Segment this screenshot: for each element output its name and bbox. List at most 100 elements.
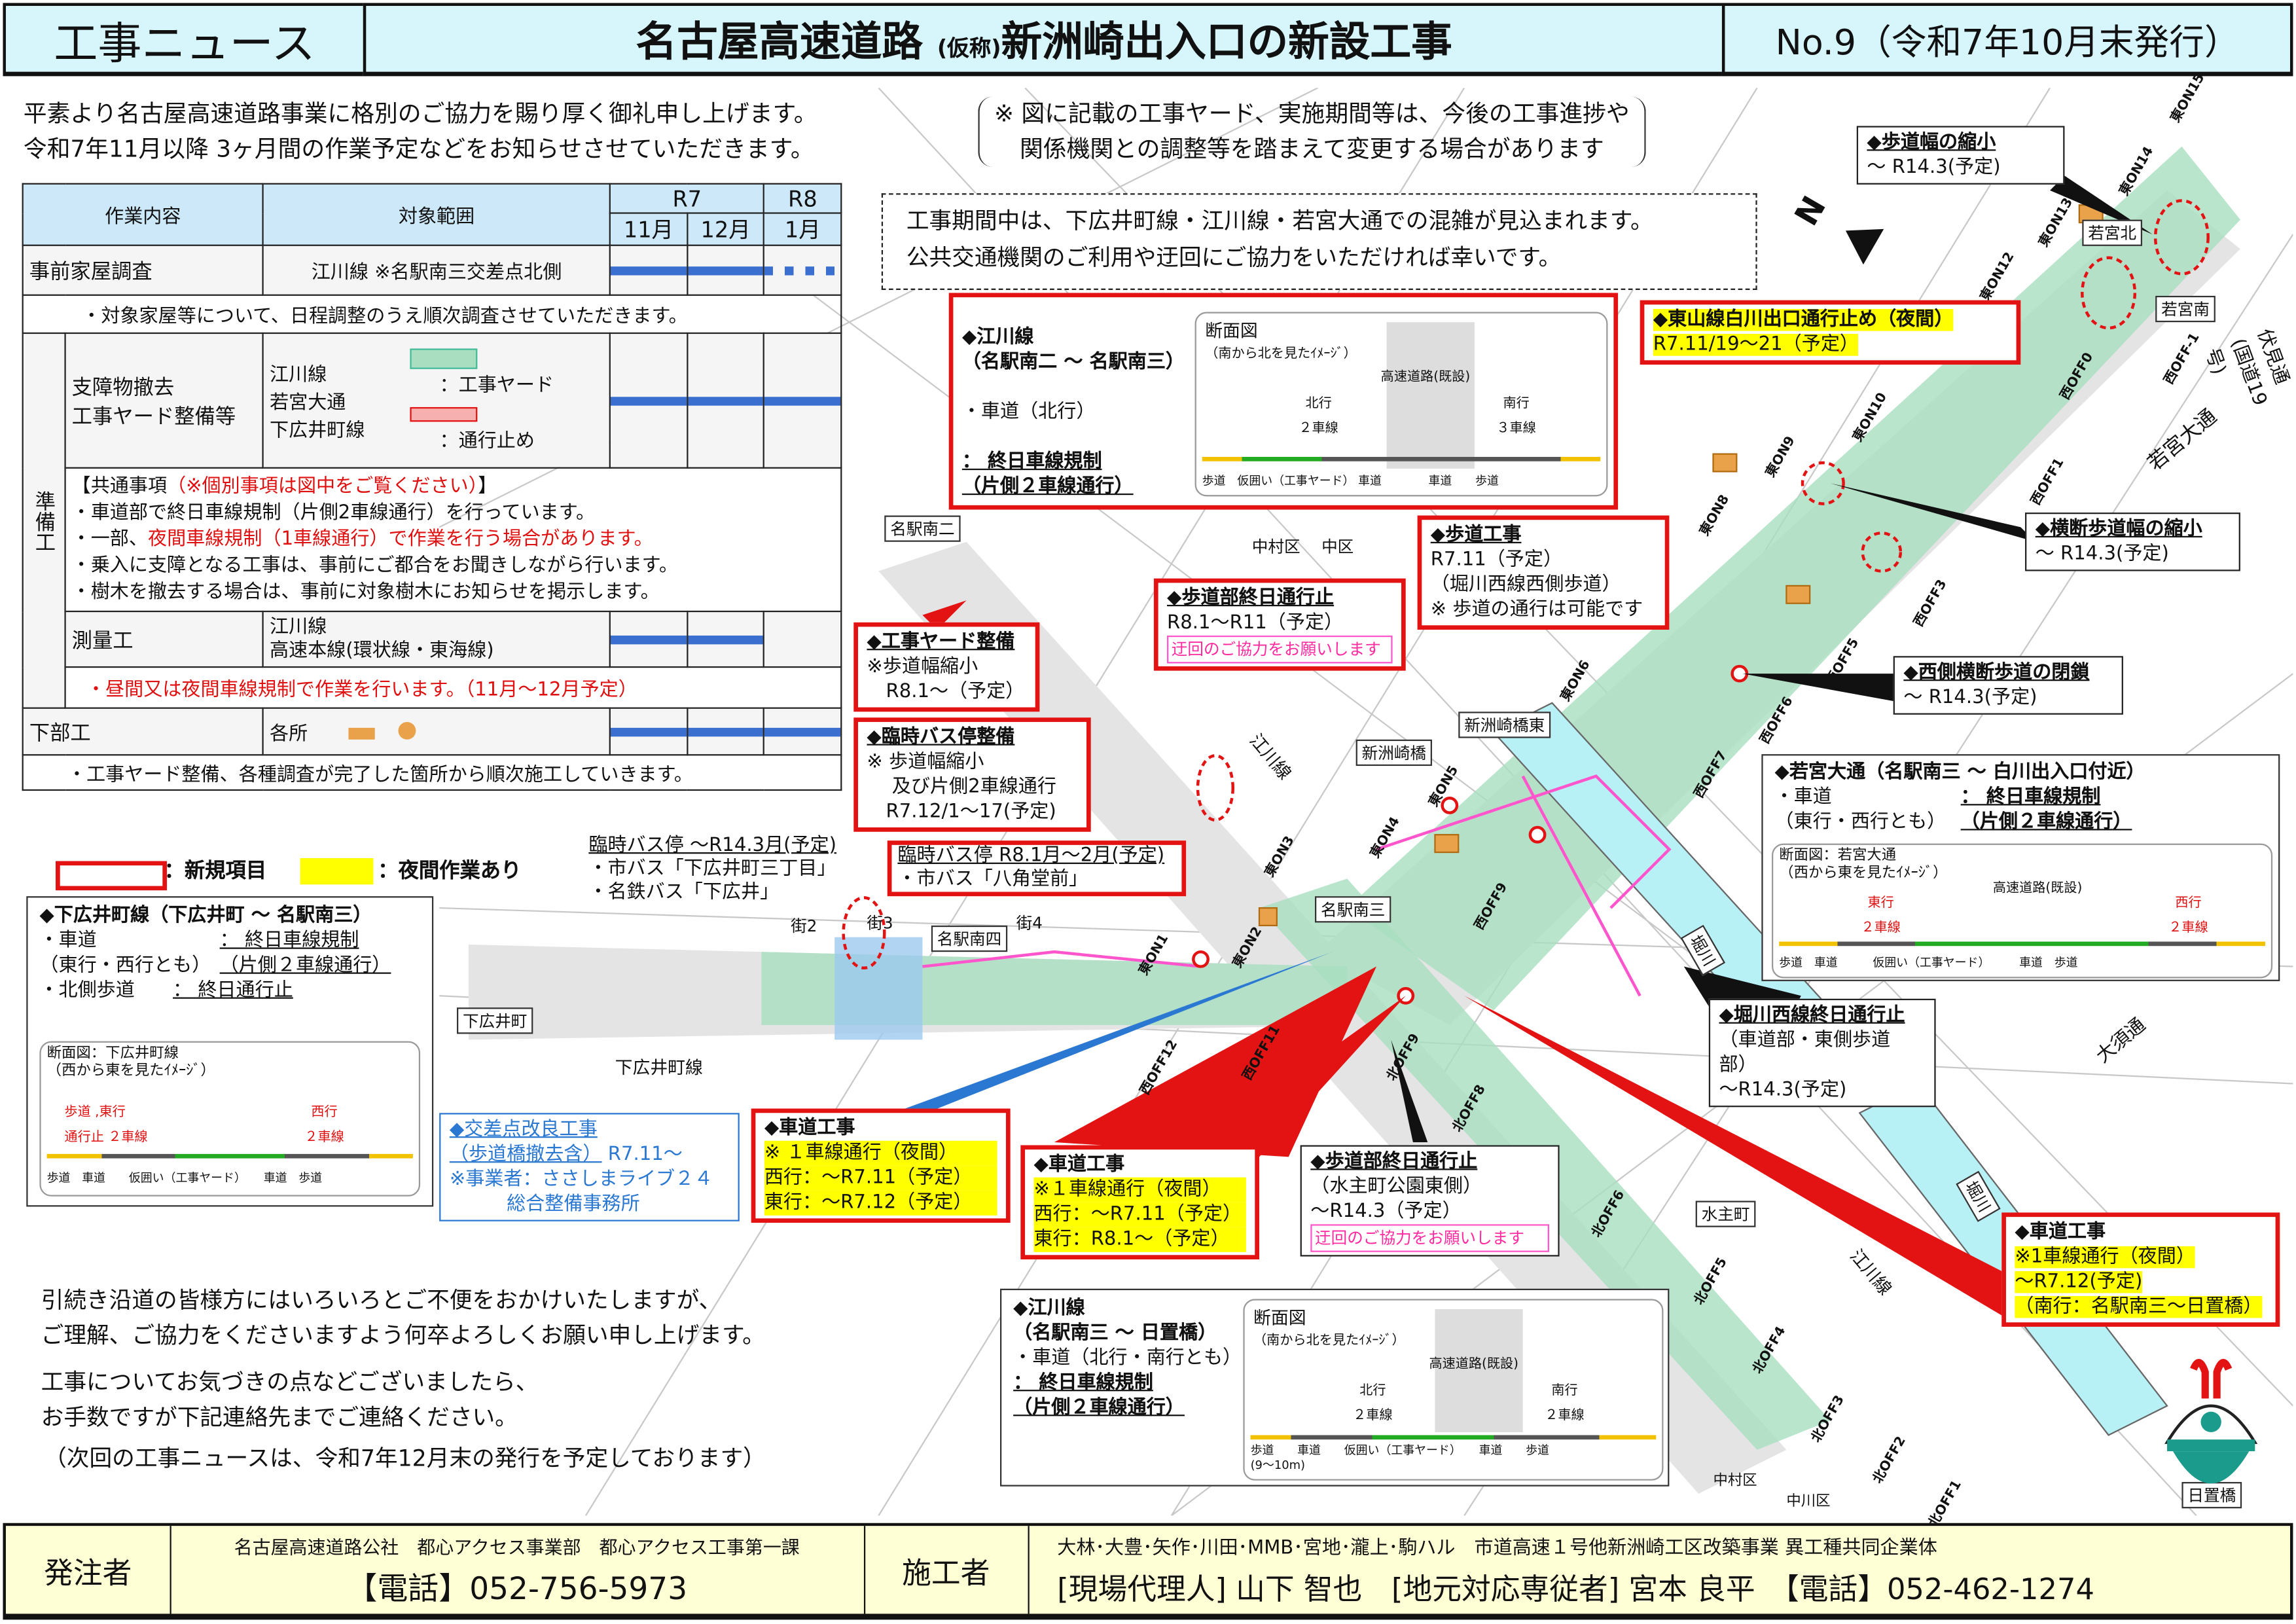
panel-row-value: ： 終日車線規制 （片側２車線通行） <box>961 451 1134 498</box>
callout-title: ◆工事ヤード整備 <box>867 631 1015 653</box>
common-line-1: ・車道部で終日車線規制（片側2車線通行）を行っています。 <box>71 501 596 524</box>
cross-section-sub: （南から北を見たｲﾒｰｼﾞ） <box>1205 347 1357 362</box>
col-r8: R8 <box>763 183 842 214</box>
bar-planned <box>764 266 841 275</box>
panel-row-value: ： 終日通行止 <box>173 979 293 1002</box>
callout-intersection-improvement: ◆交差点改良工事（歩道橋撤去含） R7.11～※事業者：ささしまライブ２４ 総合… <box>439 1113 740 1221</box>
road-labels: 歩道 車道 仮囲い（工事ヤード） 車道 歩道 <box>46 1171 323 1185</box>
common-line-2a: ・一部、 <box>71 528 148 550</box>
callout-temp-bus-stop-long: 臨時バス停 ～R14.3月(予定)・市バス「下広井町三丁目」 ・名鉄バス「下広井… <box>588 835 836 905</box>
common-line-2b: 夜間車線規制（1車線通行）で作業を行う場合があります。 <box>147 528 653 550</box>
common-notes: 【共通事項（※個別事項は図中をご覧ください）】 ・車道部で終日車線規制（片側2車… <box>64 467 842 613</box>
map-label-nakamura: 中村区 <box>1713 1473 1757 1490</box>
map-label-nakagawa: 中川区 <box>1786 1493 1831 1510</box>
road-labels: 歩道 車道 仮囲い（工事ヤード） 車道 歩道 <box>1779 956 2078 970</box>
callout-temp-bus-stop-work: ◆臨時バス停整備※ 歩道幅縮小 及び片側2車線通行 R7.12/1～17(予定) <box>853 717 1091 832</box>
callout-text: ※歩道幅縮小 R8.1～（予定） <box>867 656 1025 703</box>
row-substructure-work: 下部工 <box>22 707 264 756</box>
callout-text: ～R7.12(予定) <box>2015 1271 2143 1293</box>
east-lanes: 歩道 ,東行 通行止 ２車線 <box>64 1106 148 1146</box>
map-label-gai3: 街3 <box>867 914 893 933</box>
wakamiya-panel: ◆若宮大通（名駅南三 ～ 白川出入口付近） ・車道 （東行・西行とも）： 終日車… <box>1761 754 2280 981</box>
map-label-shinsuzaki-e: 新洲崎橋東 <box>1458 712 1551 738</box>
row-removal-work: 支障物撤去 工事ヤード整備等 <box>64 332 264 469</box>
common-title-end: 】 <box>478 475 497 497</box>
map-label-shinsuzaki: 新洲崎橋 <box>1355 739 1432 767</box>
bar <box>687 634 764 644</box>
callout-text: ・市バス「下広井町三丁目」 ・名鉄バス「下広井」 <box>588 857 836 904</box>
panel-row-label: ・車道 （東行・西行とも） <box>39 929 211 977</box>
expressway-label: 高速道路(既設) <box>1992 881 2083 897</box>
row-substructure-range-cell: 各所 <box>262 707 611 756</box>
common-title: 【共通事項（※個別事項は図中をご覧ください）】 <box>72 474 835 500</box>
callout-title: ◆歩道部終日通行止 <box>1310 1151 1478 1173</box>
bar <box>611 396 687 405</box>
road-line <box>46 1153 413 1159</box>
col-nov: 11月 <box>609 212 688 246</box>
col-dec: 12月 <box>686 212 765 246</box>
news-label: 工事ニュース <box>54 18 315 70</box>
common-title-a: 【共通事項 <box>71 475 168 497</box>
callout-road-work-west: ◆車道工事※ １車線通行（夜間）西行：～R7.11（予定）東行：～R7.12（予… <box>751 1108 1011 1223</box>
callout-title: ◆車道工事 <box>764 1117 855 1140</box>
callout-text: （車道部・東側歩道部） ～R14.3(予定) <box>1719 1029 1891 1102</box>
callout-date: R7.11～ <box>607 1144 683 1166</box>
panel-row-value: ： 終日車線規制 （片側２車線通行） <box>1960 786 2132 833</box>
new-item-legend-label: ：新規項目 <box>164 859 267 884</box>
title-b: 新洲崎出入口の新設工事 <box>1001 16 1452 65</box>
bar <box>611 634 687 644</box>
callout-title: 臨時バス停 ～R14.3月(予定) <box>588 835 837 857</box>
congestion-notice: 工事期間中は、下広井町線・江川線・若宮大通での混雑が見込まれます。 公共交通機関… <box>881 193 1757 290</box>
page-title: 名古屋高速道路 (仮称)新洲崎出入口の新設工事 <box>636 10 1452 68</box>
callout-west-crosswalk-closure: ◆西側横断歩道の閉鎖 ～ R14.3(予定) <box>1893 656 2123 715</box>
expressway-pier <box>1435 1309 1523 1432</box>
callout-title: ◆西側横断歩道の閉鎖 <box>1903 662 2090 684</box>
callout-text: ～ R14.3(予定) <box>1903 687 2037 709</box>
col-r7: R7 <box>609 183 765 214</box>
callout-title: ◆歩道幅の縮小 <box>1867 132 1996 154</box>
row-survey-work: 事前家屋調査 <box>22 244 264 296</box>
callout-text: R7.11/19～21（予定） <box>1653 334 1859 356</box>
callout-title: ◆車道工事 <box>2015 1221 2106 1244</box>
south-lanes: 南行 ３車線 <box>1496 397 1536 437</box>
builder-cell: 大林･大豊･矢作･川田･MMB･宮地･瀧上･駒ハル 市道高速１号他新洲崎工区改築… <box>1028 1526 2290 1614</box>
map-label-wakamiya-n: 若宮北 <box>2082 219 2143 246</box>
change-notice: ※ 図に記載の工事ヤード、実施期間等は、今後の工事進捗や 関係機関との調整等を踏… <box>978 96 1646 168</box>
callout-text: 西行：～R7.11（予定） <box>1033 1202 1246 1227</box>
north-lanes: 北行 ２車線 <box>1353 1384 1393 1424</box>
cross-section: 断面図 （南から北を見たｲﾒｰｼﾞ） 高速道路(既設) 北行 ２車線 南行 ２車… <box>1243 1299 1664 1481</box>
common-line-2: ・一部、夜間車線規制（1車線通行）で作業を行う場合があります。 <box>72 526 835 552</box>
map-label-shimohiroi-line: 下広井町線 <box>615 1057 703 1078</box>
common-line-4: ・樹木を撤去する場合は、事前に対象樹木にお知らせを掲示します。 <box>71 581 660 603</box>
callout-text: ※ 歩道幅縮小 及び片側2車線通行 R7.12/1～17(予定) <box>867 751 1056 823</box>
road-labels: 歩道 車道 仮囲い（工事ヤード） 車道 歩道 (9～10m) <box>1250 1443 1549 1472</box>
callout-text: （南行：名駅南三～日置橋） <box>2015 1295 2263 1318</box>
row-removal-range: 江川線 若宮大通 下広井町線 <box>270 365 365 442</box>
detour-tag: 迂回のご協力をお願いします <box>1310 1224 1549 1252</box>
callout-title: ◆歩道工事 <box>1430 524 1522 547</box>
cross-section-title: 断面図：下広井町線 （西から東を見たｲﾒｰｼﾞ） <box>46 1045 215 1079</box>
bar <box>764 396 841 405</box>
prep-label: 準備工 <box>22 332 66 709</box>
map-label-meieki3: 名駅南三 <box>1315 896 1391 923</box>
footer: 発注者 名古屋高速道路公社 都心アクセス事業部 都心アクセス工事第一課【電話】0… <box>3 1523 2293 1620</box>
detour-tag: 迂回のご協力をお願いします <box>1167 635 1393 664</box>
highlight-circles <box>842 199 2210 970</box>
mascot-icon <box>2164 1359 2258 1484</box>
callout-road-work-center: ◆車道工事※１車線通行（夜間）西行：～R7.11（予定）東行：R8.1～（予定） <box>1020 1145 1259 1259</box>
callout-sidewalk-narrowing: ◆歩道幅の縮小～ R14.3(予定) <box>1856 126 2065 185</box>
row-substructure-range: 各所 <box>270 723 308 746</box>
title-cell: 名古屋高速道路 (仮称)新洲崎出入口の新設工事 <box>363 3 1725 77</box>
title-kari: (仮称) <box>937 34 1001 61</box>
callout-title: ◆車道工事 <box>1033 1153 1125 1176</box>
yard-legend-label: ：工事ヤード <box>439 374 554 397</box>
panel-row-value: ： 終日車線規制 （片側２車線通行） <box>219 929 391 977</box>
callout-text: R7.11（予定） （堀川西線西側歩道） ※ 歩道の通行は可能です <box>1430 549 1643 621</box>
row-survey2-work: 測量工 <box>64 610 264 668</box>
common-line-3: ・乗入に支障となる工事は、事前にご都合をお聞きしながら行います。 <box>71 554 678 577</box>
closing-next-issue: （次回の工事ニュースは、令和7年12月末の発行を予定しております） <box>44 1445 766 1472</box>
expressway-label: 高速道路(既設) <box>1429 1357 1519 1373</box>
detour-routes <box>922 774 1672 997</box>
